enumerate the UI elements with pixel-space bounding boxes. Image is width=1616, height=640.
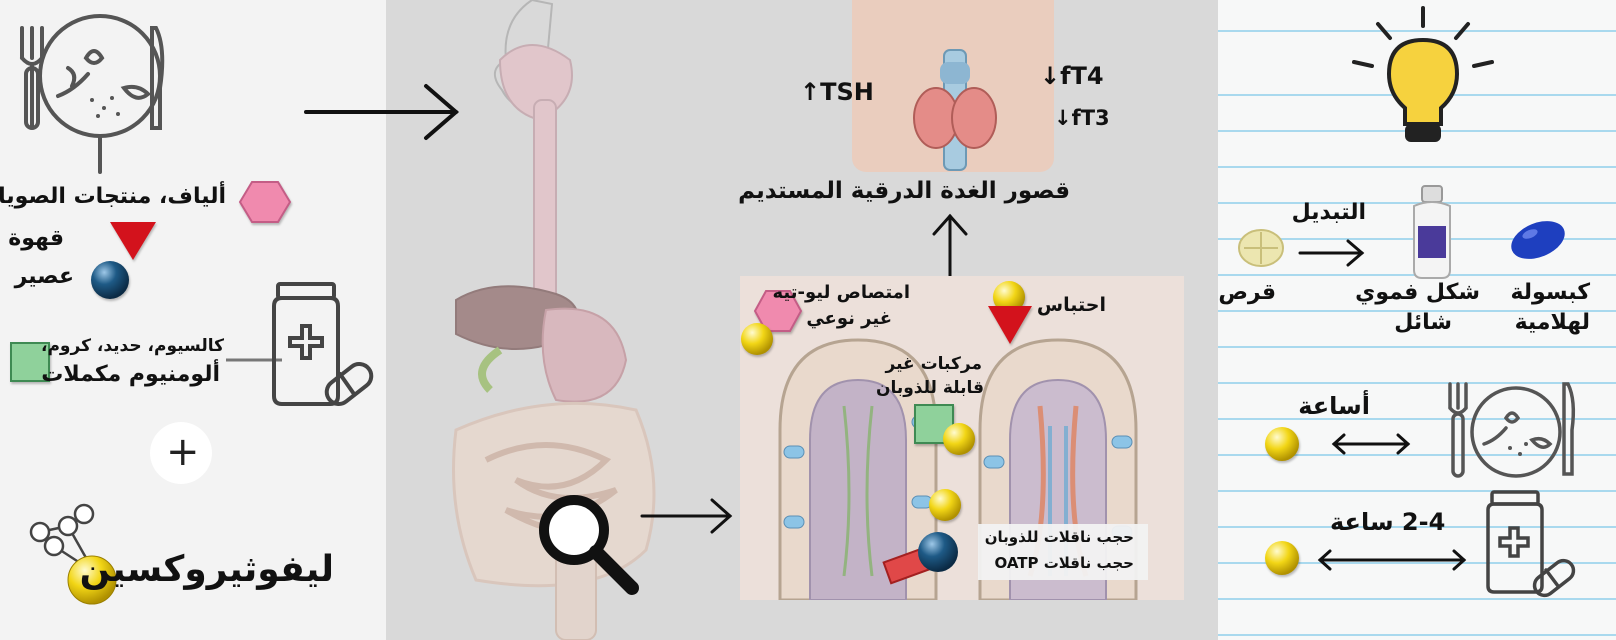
softgel-capsule-icon	[1511, 221, 1565, 259]
yellow-ball-absorption	[741, 323, 773, 355]
ft3-label: ↓fT3	[1054, 106, 1110, 130]
magnifier-icon	[539, 495, 639, 595]
arrow-to-villi	[640, 498, 733, 534]
red-triangle-sequestration	[988, 306, 1032, 344]
right-panel: التبديل قرص شكل فموي شائل كبسولة لهلامية…	[1218, 0, 1616, 640]
pink-hexagon-absorption	[753, 290, 803, 332]
absorption-line2: غير نوعي	[806, 308, 892, 329]
medicine-bottle-icon-small	[1486, 490, 1576, 598]
coffee-label: قهوة	[8, 226, 64, 251]
thyroid-gland-icon	[913, 49, 997, 171]
juice-label: عصير	[14, 264, 74, 289]
red-triangle-icon	[110, 222, 156, 260]
switch-arrow	[1298, 239, 1365, 267]
softgel-label-line2: لهلامية	[1514, 310, 1590, 335]
green-square-icon	[10, 342, 50, 382]
arrow-to-mouth	[304, 84, 460, 140]
lightbulb-icon	[1352, 6, 1494, 142]
plus-circle	[150, 422, 212, 484]
double-arrow-food	[1331, 433, 1411, 455]
fiber-soy-label: ألياف، منتجات الصويا	[0, 184, 226, 209]
hypothyroidism-label: قصور الغدة الدرقية المستديم	[738, 178, 1070, 204]
yellow-ball-supplement	[1265, 541, 1299, 575]
food-interval-label: أساعة	[1298, 392, 1370, 420]
double-arrow-supplement	[1317, 549, 1467, 571]
plus-sign: +	[166, 429, 200, 475]
insoluble-line1: مركبات غير	[885, 354, 982, 374]
plate-cutlery-icon	[20, 14, 165, 174]
middle-panel: ↑TSH ↓fT4 ↓fT3 قصور الغدة الدرقية المستد…	[304, 0, 1218, 640]
ft4-label: ↓fT4	[1040, 62, 1104, 90]
supplement-interval-label: 2-4 ساعة	[1330, 508, 1446, 536]
left-panel: ألياف، منتجات الصويا قهوة عصير كالسيوم، …	[0, 0, 386, 640]
tablet-icon	[1238, 229, 1284, 267]
transporter-line1: حجب ناقلات للذوبان	[984, 528, 1134, 546]
switch-label: التبديل	[1291, 200, 1366, 225]
supplements-line1: كالسيوم، حديد، كروم،	[41, 336, 224, 356]
tablet-label: قرص	[1218, 280, 1276, 305]
medicine-bottle-icon	[272, 282, 374, 407]
supplements-line2: ألومنيوم مكملات	[41, 362, 220, 387]
absorption-line1: امتصاص ليو-تيه	[772, 282, 910, 303]
transporter-block-icon	[882, 532, 958, 585]
transporter-label-box	[978, 524, 1148, 580]
liquid-bottle-icon	[1413, 185, 1451, 279]
drug-name: ليفوثيروكسين	[79, 549, 334, 590]
transporter-line2: حجب ناقلات OATP	[994, 554, 1134, 572]
tsh-label: ↑TSH	[800, 78, 874, 106]
insoluble-line2: قابلة للذوبان	[875, 378, 984, 398]
yellow-ball-insoluble	[943, 423, 975, 455]
liquid-label-line2: شائل	[1394, 310, 1452, 335]
sequestration-label: احتباس	[1036, 294, 1106, 316]
plate-cutlery-icon-small	[1448, 382, 1576, 478]
yellow-ball-sequestration	[993, 281, 1025, 313]
liquid-label-line1: شكل فموي	[1355, 280, 1480, 305]
softgel-label-line1: كبسولة	[1510, 280, 1590, 305]
yellow-ball-food	[1265, 427, 1299, 461]
yellow-ball-transport	[929, 489, 961, 521]
pink-hexagon-icon	[238, 181, 292, 223]
molecule-icon	[29, 503, 117, 605]
blue-ball-icon	[91, 261, 129, 299]
